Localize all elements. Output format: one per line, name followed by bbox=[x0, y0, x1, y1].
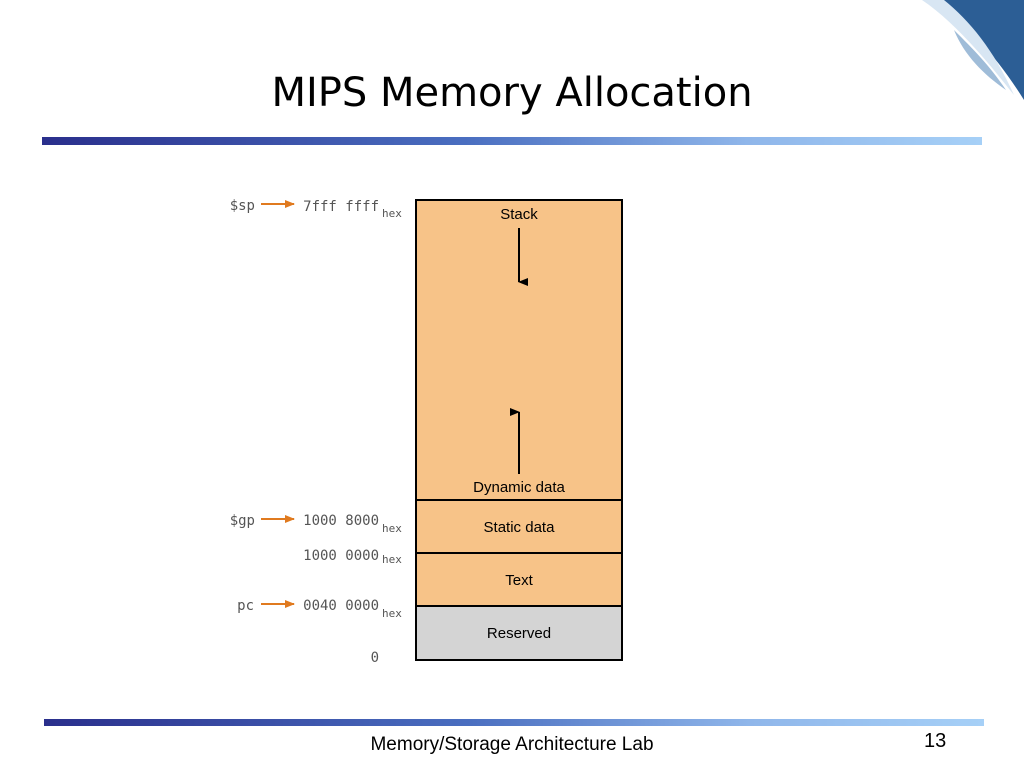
address-text-start-suffix: hex bbox=[382, 553, 402, 566]
pointer-pc-label: pc bbox=[237, 598, 254, 614]
address-sp: 7fff ffff bbox=[303, 199, 379, 215]
pointer-sp-label: $sp bbox=[230, 198, 255, 214]
address-zero: 0 bbox=[371, 650, 379, 666]
segment-reserved bbox=[415, 605, 623, 661]
footer-text: Memory/Storage Architecture Lab bbox=[370, 734, 654, 755]
label-static-data: Static data bbox=[484, 519, 556, 536]
title-divider bbox=[42, 137, 982, 145]
pointer-gp-label: $gp bbox=[230, 513, 255, 529]
address-text-start: 1000 0000 bbox=[303, 548, 379, 564]
address-pc-suffix: hex bbox=[382, 607, 402, 620]
label-reserved: Reserved bbox=[487, 625, 551, 642]
address-gp: 1000 8000 bbox=[303, 513, 379, 529]
label-dynamic-data: Dynamic data bbox=[473, 479, 565, 496]
slide-title: MIPS Memory Allocation bbox=[271, 70, 753, 116]
address-sp-suffix: hex bbox=[382, 207, 402, 220]
label-text-segment: Text bbox=[505, 572, 533, 589]
segment-static-data bbox=[415, 499, 623, 554]
address-gp-suffix: hex bbox=[382, 522, 402, 535]
label-stack: Stack bbox=[500, 206, 538, 223]
page-number: 13 bbox=[924, 730, 947, 752]
corner-swoosh-decoration bbox=[922, 0, 1024, 100]
address-pc: 0040 0000 bbox=[303, 598, 379, 614]
footer-divider bbox=[44, 719, 984, 726]
